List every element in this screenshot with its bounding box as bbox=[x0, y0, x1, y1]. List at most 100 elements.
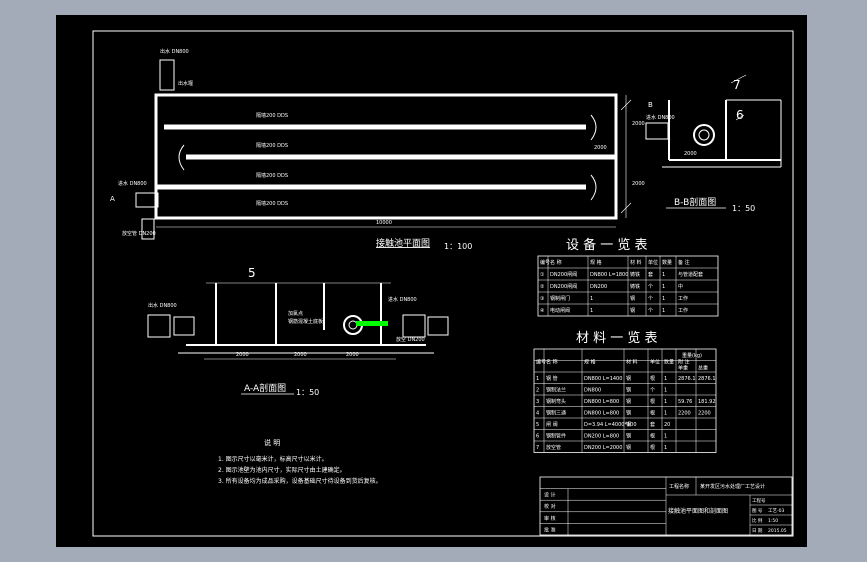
material-cell: 4 bbox=[536, 411, 539, 417]
material-cell: 3 bbox=[536, 399, 539, 405]
equipment-cell: 工作 bbox=[678, 295, 688, 302]
equipment-cell: ② bbox=[540, 284, 545, 290]
equipment-cell: 钢 bbox=[630, 307, 635, 314]
material-cell: 20 bbox=[664, 422, 670, 428]
material-cell: 钢 bbox=[626, 433, 631, 440]
aa-outlet-pipe bbox=[147, 314, 171, 338]
equipment-cell: 备 注 bbox=[678, 259, 690, 266]
note-1: 1. 图示尺寸以毫米计，标高尺寸以米计。 bbox=[218, 455, 328, 463]
bb-inlet-label: 进水 DN800 bbox=[646, 114, 675, 121]
title-right-value: 1:50 bbox=[768, 518, 778, 524]
material-cell: 根 bbox=[650, 398, 655, 405]
plan-baffle-label-3: 隔墙200 DDS bbox=[256, 172, 288, 179]
material-header: 附 注 bbox=[678, 359, 690, 366]
material-cell: DN200 L=2000 bbox=[584, 445, 622, 451]
aa-note2: 钢筋混凝土底板 bbox=[288, 318, 323, 325]
equipment-cell: 中 bbox=[678, 283, 683, 290]
equipment-table-title: 设 备 一 览 表 bbox=[566, 237, 648, 253]
equipment-cell: 铸铁 bbox=[630, 271, 640, 278]
material-cell: 根 bbox=[650, 375, 655, 382]
material-header: 名 称 bbox=[546, 359, 558, 366]
plan-scale: 1：100 bbox=[444, 242, 472, 251]
material-header: 单位 bbox=[650, 359, 660, 366]
material-cell: 钢制弯头 bbox=[546, 398, 566, 405]
equipment-cell: ③ bbox=[540, 296, 544, 302]
title-right-label: 比 例 bbox=[752, 517, 763, 524]
title-right-label: 工程号 bbox=[752, 497, 766, 504]
equipment-cell: 1 bbox=[662, 296, 665, 302]
equipment-cell: ④ bbox=[540, 308, 545, 314]
material-cell: 根 bbox=[650, 444, 655, 451]
inlet-pipe bbox=[135, 192, 159, 208]
bb-leader-7: 7 bbox=[733, 78, 741, 92]
equipment-cell: 工作 bbox=[678, 307, 688, 314]
title-drawing-name: 接触池平面图和剖面图 bbox=[668, 507, 728, 515]
cad-drawing: 出水 DN800 出水堰 进水 DN800 放空管 DN200 隔墙200 DD… bbox=[92, 30, 794, 537]
drawing-frame bbox=[92, 30, 794, 537]
plan-drain-label: 放空管 DN200 bbox=[122, 230, 156, 237]
drawing-sheet: 出水 DN800 出水堰 进水 DN800 放空管 DN200 隔墙200 DD… bbox=[56, 15, 807, 547]
equipment-cell: 钢制闸门 bbox=[550, 295, 570, 302]
title-right-value: 工艺-03 bbox=[768, 508, 784, 514]
plan-dim-2: 2000 bbox=[632, 181, 645, 187]
aa-note1: 加氯点 bbox=[288, 310, 303, 317]
aa-leader-5: 5 bbox=[248, 266, 256, 280]
material-cell: 钢 bbox=[626, 398, 631, 405]
material-cell: 闸 阀 bbox=[546, 421, 558, 428]
flow-arrow-3 bbox=[590, 174, 597, 201]
equipment-cell: 1 bbox=[662, 284, 665, 290]
equipment-cell: 1 bbox=[590, 296, 593, 302]
title-row-label: 审 核 bbox=[544, 515, 556, 522]
material-header: 规 格 bbox=[584, 359, 596, 366]
equipment-cell: ① bbox=[540, 272, 545, 278]
material-weight-header: 重量(kg) bbox=[682, 352, 702, 359]
equipment-cell: 材 料 bbox=[630, 259, 642, 266]
material-cell: 钢制管件 bbox=[546, 433, 566, 440]
aa-title: A-A剖面图 bbox=[244, 382, 286, 394]
material-cell: 1 bbox=[664, 388, 667, 394]
equipment-cell: 个 bbox=[648, 308, 653, 314]
aa-scale: 1：50 bbox=[296, 388, 319, 397]
note-3: 3. 所有设备均为成品采购，设备基础尺寸待设备到货后复核。 bbox=[218, 477, 382, 485]
equipment-cell: 个 bbox=[648, 296, 653, 302]
equipment-cell: 数量 bbox=[662, 259, 672, 266]
drain-pipe bbox=[141, 218, 155, 240]
equipment-cell: 1 bbox=[662, 308, 665, 314]
material-cell: 放空管 bbox=[546, 444, 561, 451]
title-row-label: 批 准 bbox=[544, 526, 556, 533]
note-2: 2. 图示池壁为池内尺寸，实际尺寸由土建确定。 bbox=[218, 466, 346, 474]
plan-baffle-label-2: 隔墙200 DDS bbox=[256, 142, 288, 149]
equipment-cell: 名 称 bbox=[550, 259, 562, 266]
aa-drain-label: 放空 DN200 bbox=[396, 336, 425, 343]
plan-dim-total: 10000 bbox=[376, 220, 392, 226]
material-cell: 钢 bbox=[626, 387, 631, 394]
aa-inlet-label: 进水 DN800 bbox=[388, 296, 417, 303]
bb-pipe-section bbox=[693, 124, 715, 146]
material-cell: D=3.94 L=4000*100 bbox=[584, 422, 637, 428]
equipment-cell: 1 bbox=[662, 272, 665, 278]
material-cell: 5 bbox=[536, 422, 539, 428]
material-cell: 钢制三通 bbox=[546, 410, 566, 417]
material-cell: 1 bbox=[664, 445, 667, 451]
title-row-label: 设 计 bbox=[544, 492, 556, 499]
material-cell: 1 bbox=[664, 376, 667, 382]
material-cell: 1 bbox=[664, 411, 667, 417]
material-cell: 2 bbox=[536, 388, 539, 394]
plan-inlet-label: 进水 DN800 bbox=[118, 180, 147, 187]
material-cell: DN200 L=800 bbox=[584, 434, 619, 440]
aa-chlorine-point bbox=[356, 321, 388, 326]
equipment-cell: 钢 bbox=[630, 295, 635, 302]
material-cell: 钢 bbox=[626, 421, 631, 428]
equipment-cell: 电动闸阀 bbox=[550, 307, 570, 314]
material-weight-sub: 总重 bbox=[698, 365, 708, 372]
outlet-pipe bbox=[159, 59, 175, 91]
plan-outlet-label: 出水 DN800 bbox=[160, 48, 189, 55]
title-row-label: 校 对 bbox=[544, 503, 556, 510]
equipment-cell: DN800 L=1800 bbox=[590, 272, 628, 278]
material-cell: 个 bbox=[650, 388, 655, 394]
bb-leader-6: 6 bbox=[736, 108, 744, 122]
material-cell: 钢 bbox=[626, 444, 631, 451]
flow-arrow-2 bbox=[178, 144, 185, 171]
plan-dim-channel: 2000 bbox=[594, 145, 607, 151]
